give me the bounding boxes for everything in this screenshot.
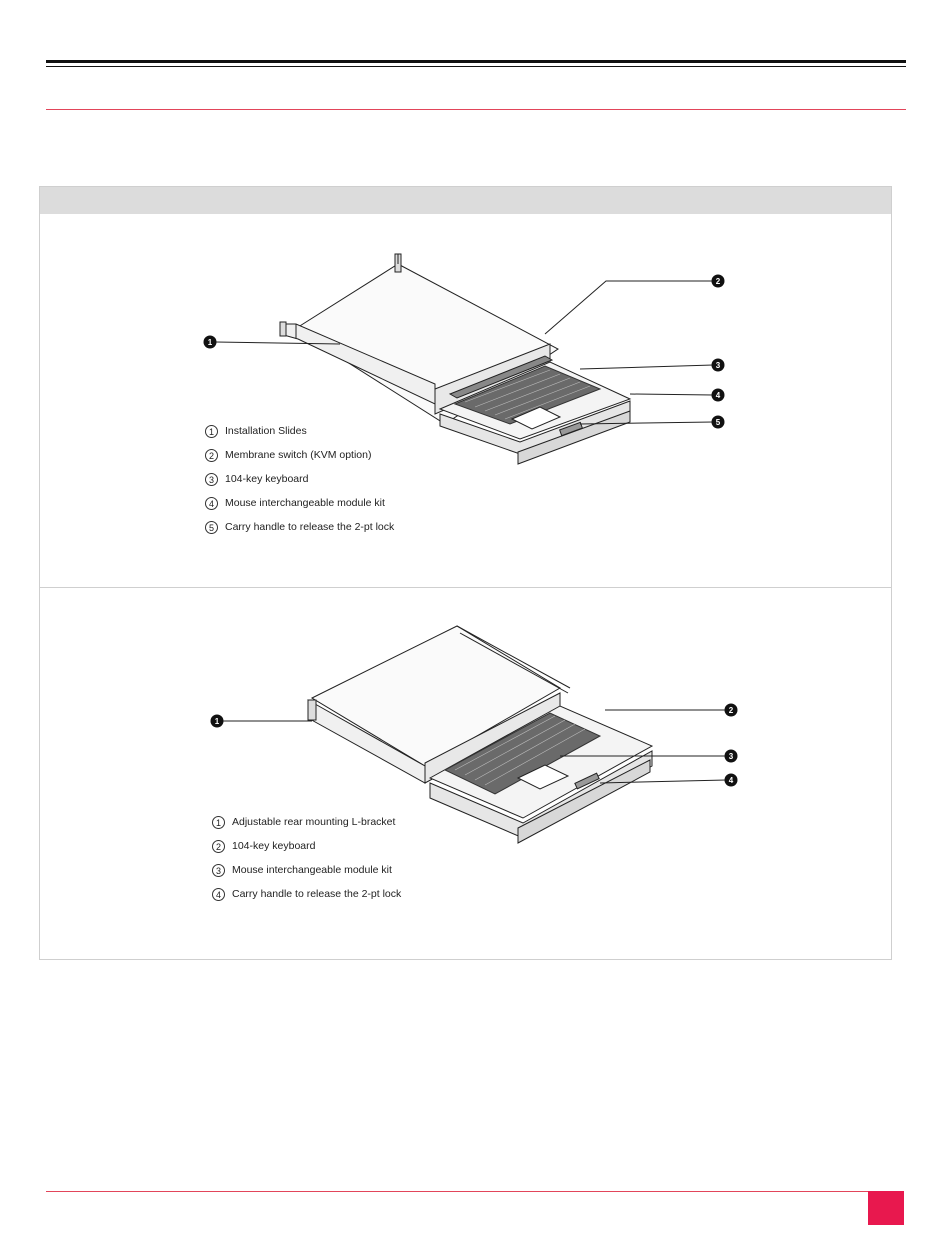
callout-label: 3 [729, 752, 734, 761]
header-rule-thick [46, 60, 906, 63]
legend-item: 3 104-key keyboard [205, 467, 394, 491]
legend-number: 2 [205, 449, 218, 462]
legend-number: 3 [212, 864, 225, 877]
legend-text: Membrane switch (KVM option) [225, 449, 371, 461]
legend-item: 1 Adjustable rear mounting L-bracket [212, 810, 401, 834]
figure1-drawing: 1 2 3 4 5 [40, 214, 893, 587]
legend-number: 1 [205, 425, 218, 438]
legend-number: 3 [205, 473, 218, 486]
legend-item: 1 Installation Slides [205, 419, 394, 443]
legend-item: 3 Mouse interchangeable module kit [212, 858, 401, 882]
legend-item: 2 Membrane switch (KVM option) [205, 443, 394, 467]
section-rule [46, 109, 906, 110]
header-rule-thin [46, 66, 906, 67]
legend-text: Mouse interchangeable module kit [232, 864, 392, 876]
legend-text: Carry handle to release the 2-pt lock [225, 521, 394, 533]
footer-rule [46, 1191, 868, 1192]
callout-label: 2 [716, 277, 721, 286]
legend-text: 104-key keyboard [232, 840, 315, 852]
legend-number: 4 [205, 497, 218, 510]
callout-label: 2 [729, 706, 734, 715]
legend-number: 5 [205, 521, 218, 534]
legend-item: 4 Carry handle to release the 2-pt lock [212, 882, 401, 906]
legend-text: Mouse interchangeable module kit [225, 497, 385, 509]
legend-number: 4 [212, 888, 225, 901]
callout-label: 4 [716, 391, 721, 400]
panel-header-bar [40, 187, 891, 214]
legend-text: Installation Slides [225, 425, 307, 437]
legend-text: Carry handle to release the 2-pt lock [232, 888, 401, 900]
callout-label: 3 [716, 361, 721, 370]
figure2-legend: 1 Adjustable rear mounting L-bracket 2 104… [212, 810, 401, 906]
callout-label: 1 [208, 338, 213, 347]
figure2-drawing: 1 2 3 4 [40, 588, 893, 961]
legend-number: 2 [212, 840, 225, 853]
legend-item: 5 Carry handle to release the 2-pt lock [205, 515, 394, 539]
legend-item: 4 Mouse interchangeable module kit [205, 491, 394, 515]
callout-label: 4 [729, 776, 734, 785]
callout-label: 5 [716, 418, 721, 427]
callout-label: 1 [215, 717, 220, 726]
legend-item: 2 104-key keyboard [212, 834, 401, 858]
figure1-legend: 1 Installation Slides 2 Membrane switch (K… [205, 419, 394, 539]
legend-text: 104-key keyboard [225, 473, 308, 485]
legend-number: 1 [212, 816, 225, 829]
footer-page-marker [868, 1191, 904, 1225]
legend-text: Adjustable rear mounting L-bracket [232, 816, 395, 828]
